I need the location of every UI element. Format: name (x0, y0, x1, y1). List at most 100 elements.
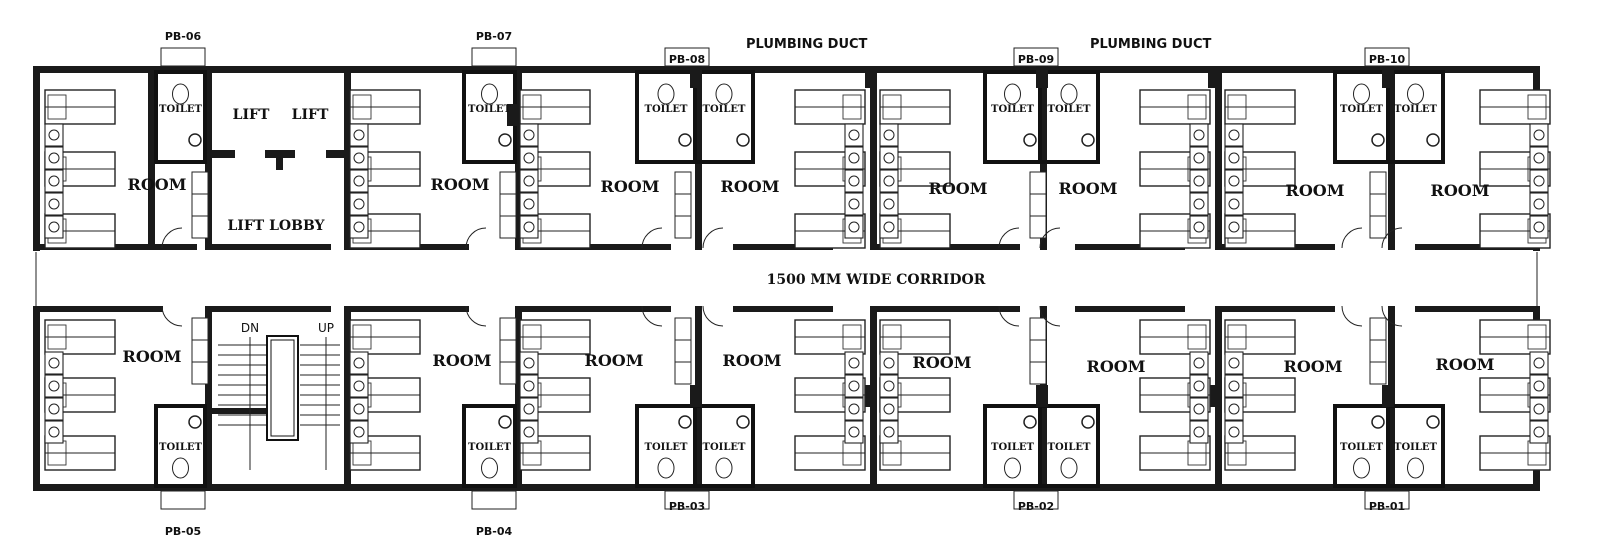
locker-knob (883, 426, 895, 438)
locker (1224, 374, 1244, 398)
pb-label-bottom: PB-02 (1018, 500, 1054, 513)
wall (148, 66, 155, 250)
room-label: ROOM (1286, 181, 1345, 200)
wall (865, 385, 877, 407)
locker-knob (1228, 357, 1240, 369)
wall (344, 306, 469, 312)
locker-knob (353, 403, 365, 415)
locker-knob (883, 357, 895, 369)
wall (521, 244, 671, 250)
plumbing-box (471, 47, 517, 67)
wc-icon (657, 457, 675, 479)
wardrobe (1369, 171, 1387, 195)
locker-knob (523, 198, 535, 210)
locker (44, 169, 64, 193)
locker (349, 374, 369, 398)
wall (33, 306, 40, 491)
locker (844, 169, 864, 193)
locker-knob (883, 380, 895, 392)
wc-icon (715, 457, 733, 479)
pb-label-top: PB-10 (1369, 53, 1406, 66)
locker-knob (1228, 129, 1240, 141)
wall (33, 306, 163, 312)
wall (521, 306, 671, 312)
stair-up-label: UP (318, 321, 334, 335)
wall (690, 66, 702, 88)
pb-label-top: PB-07 (476, 30, 512, 43)
locker-knob (1228, 403, 1240, 415)
locker (1189, 374, 1209, 398)
wardrobe (499, 317, 517, 341)
basin-icon (678, 133, 692, 147)
basin-icon (1081, 415, 1095, 429)
locker-knob (1193, 426, 1205, 438)
lift-label-2: LIFT (292, 107, 329, 123)
room-label: ROOM (929, 179, 988, 198)
wall (1075, 306, 1185, 312)
basin-icon (1371, 415, 1385, 429)
locker (519, 397, 539, 421)
wall (326, 150, 346, 158)
wardrobe (191, 193, 209, 217)
locker-knob (523, 403, 535, 415)
pb-label-top: PB-06 (165, 30, 202, 43)
toilet-wall (1386, 404, 1445, 488)
locker (879, 420, 899, 444)
locker (1529, 215, 1549, 239)
locker-knob (1228, 221, 1240, 233)
toilet-label: TOILET (703, 104, 746, 115)
locker-knob (883, 152, 895, 164)
locker-knob (353, 175, 365, 187)
wc-icon (657, 83, 675, 105)
locker (44, 397, 64, 421)
pb-label-bottom: PB-03 (669, 500, 705, 513)
toilet-label: TOILET (1048, 104, 1091, 115)
locker-knob (1193, 357, 1205, 369)
locker-knob (353, 198, 365, 210)
door-swing (1341, 305, 1363, 327)
room-label: ROOM (723, 351, 782, 370)
wall (33, 66, 40, 251)
basin-icon (498, 415, 512, 429)
locker-knob (48, 129, 60, 141)
locker (879, 169, 899, 193)
toilet-wall (154, 404, 207, 488)
locker (1189, 351, 1209, 375)
wardrobe (191, 361, 209, 385)
basin-icon (1081, 133, 1095, 147)
toilet-wall (1038, 70, 1100, 164)
toilet-label: TOILET (468, 104, 511, 115)
locker (519, 146, 539, 170)
locker-knob (848, 380, 860, 392)
locker (1529, 169, 1549, 193)
locker-knob (48, 403, 60, 415)
locker (44, 351, 64, 375)
locker-knob (1228, 380, 1240, 392)
toilet-label: TOILET (159, 104, 202, 115)
locker-knob (353, 152, 365, 164)
locker-knob (848, 357, 860, 369)
pb-label-bottom: PB-05 (165, 525, 201, 538)
locker-knob (883, 403, 895, 415)
locker (844, 123, 864, 147)
wall (1036, 385, 1048, 407)
locker (1224, 169, 1244, 193)
basin-icon (736, 415, 750, 429)
locker (1224, 215, 1244, 239)
door-swing (161, 305, 183, 327)
wall (515, 66, 522, 250)
wall (1388, 66, 1395, 250)
wardrobe (499, 193, 517, 217)
locker-knob (1228, 198, 1240, 210)
locker-knob (353, 129, 365, 141)
toilet-label: TOILET (159, 442, 202, 453)
locker (1529, 374, 1549, 398)
wardrobe (1369, 193, 1387, 217)
wall (733, 244, 833, 250)
locker-knob (523, 357, 535, 369)
wall (206, 306, 331, 312)
wardrobe (1029, 361, 1047, 385)
door-swing (702, 227, 724, 249)
locker (879, 123, 899, 147)
